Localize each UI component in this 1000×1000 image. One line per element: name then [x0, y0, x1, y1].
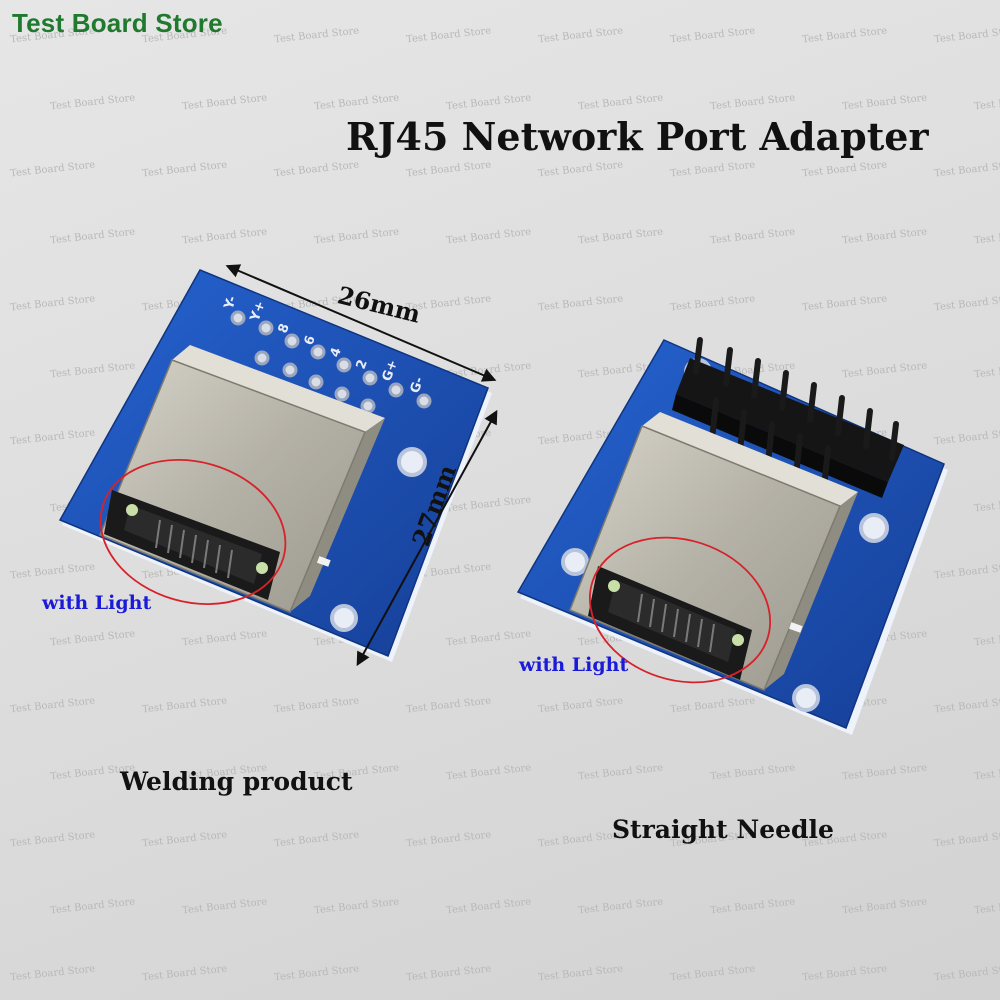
width-dimension-arrow	[225, 264, 497, 382]
right-light-highlight	[588, 536, 772, 684]
left-light-highlight	[99, 458, 287, 606]
right-module	[516, 337, 948, 735]
store-name: Test Board Store	[12, 8, 223, 38]
page-title: RJ45 Network Port Adapter	[346, 114, 929, 159]
left-mount-hole	[397, 447, 427, 477]
straight-needle-caption: Straight Needle	[612, 815, 834, 844]
right-pin-header	[676, 358, 904, 482]
height-dimension-arrow	[356, 409, 498, 667]
right-light-label: with Light	[519, 654, 629, 676]
left-light-label: with Light	[42, 592, 152, 614]
welding-product-caption: Welding product	[120, 767, 353, 796]
left-led	[126, 504, 138, 516]
right-led	[608, 580, 620, 592]
